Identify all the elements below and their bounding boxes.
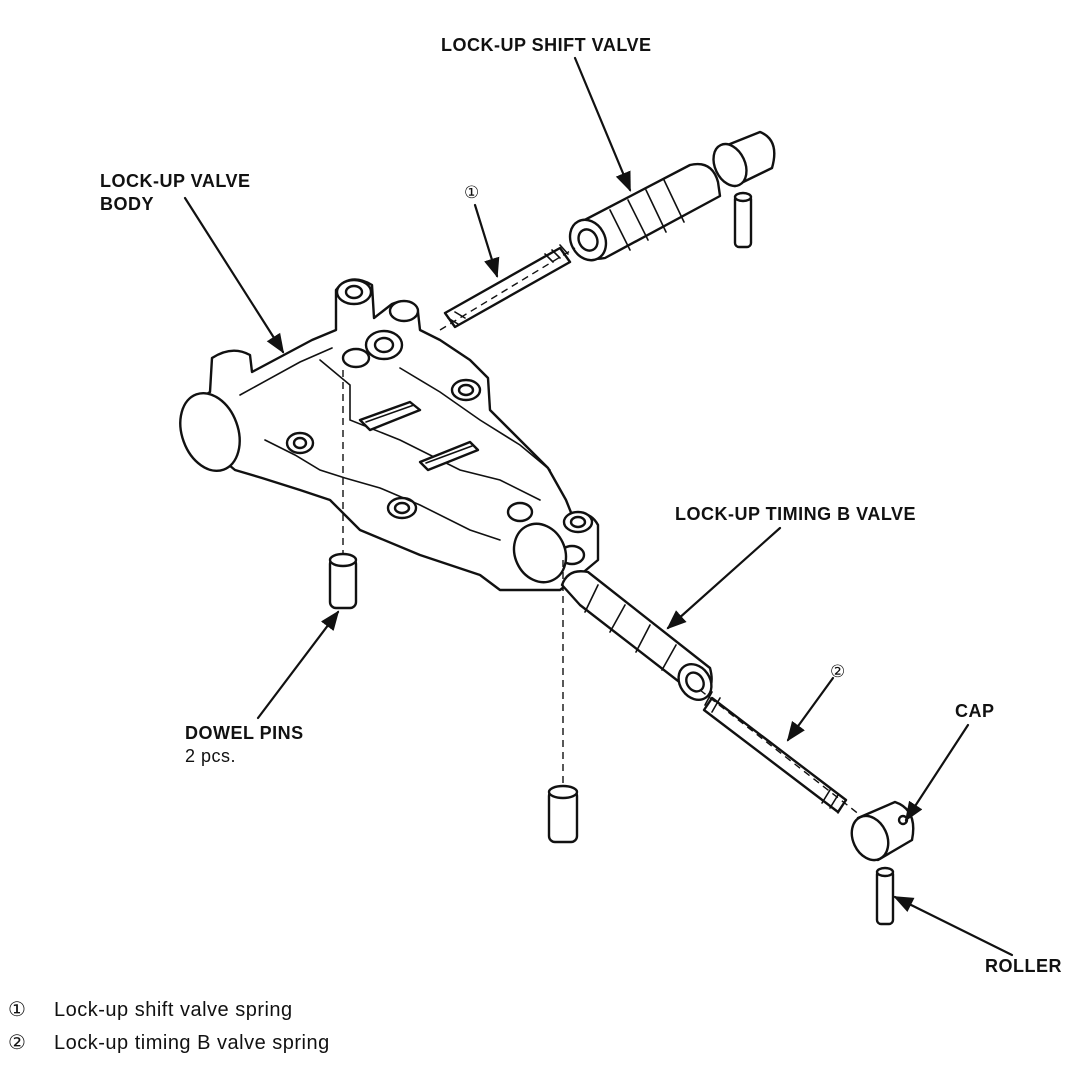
lockup-timing-b-valve-spring — [702, 691, 848, 814]
legend-text-2: Lock-up timing B valve spring — [54, 1032, 330, 1054]
legend-marker-2: ② — [8, 1030, 27, 1054]
dowel-pin-lower — [547, 784, 579, 844]
lockup-valve-body — [179, 278, 600, 592]
label-dowel-pins: DOWEL PINS — [185, 723, 304, 743]
leader-callout-1 — [473, 203, 500, 278]
leader-shift-valve — [573, 56, 632, 192]
legend-item-1: ① Lock-up shift valve spring — [8, 997, 293, 1022]
lockup-shift-valve-cap — [712, 130, 776, 188]
lockup-timing-b-valve — [560, 570, 713, 701]
roller — [875, 866, 895, 926]
leader-cap — [904, 723, 970, 822]
label-lockup-valve-body-line2: BODY — [100, 194, 155, 214]
callout-2: ② — [830, 662, 845, 682]
leader-callout-2 — [786, 676, 835, 742]
legend-marker-1: ① — [8, 997, 27, 1021]
timing-valve-axis-line — [699, 689, 861, 816]
label-roller: ROLLER — [985, 956, 1062, 976]
shift-valve-axis-line — [439, 247, 576, 331]
leader-valve-body — [183, 196, 285, 354]
legend-item-2: ② Lock-up timing B valve spring — [8, 1030, 330, 1055]
label-dowel-pins-qty: 2 pcs. — [185, 746, 237, 766]
dowel-pin-upper — [328, 552, 358, 610]
lockup-shift-valve — [568, 162, 722, 262]
label-lockup-valve-body-line1: LOCK-UP VALVE — [100, 171, 251, 191]
leader-roller — [893, 895, 1014, 957]
lockup-shift-valve-roller — [733, 191, 753, 249]
leader-timing-b-valve — [666, 526, 782, 630]
label-cap: CAP — [955, 701, 995, 721]
lockup-shift-valve-spring — [443, 244, 572, 329]
leader-dowel-pins — [256, 610, 340, 720]
label-lockup-shift-valve: LOCK-UP SHIFT VALVE — [441, 35, 652, 55]
legend-text-1: Lock-up shift valve spring — [54, 999, 293, 1021]
label-lockup-timing-b-valve: LOCK-UP TIMING B VALVE — [675, 504, 917, 524]
callout-1: ① — [464, 183, 479, 203]
